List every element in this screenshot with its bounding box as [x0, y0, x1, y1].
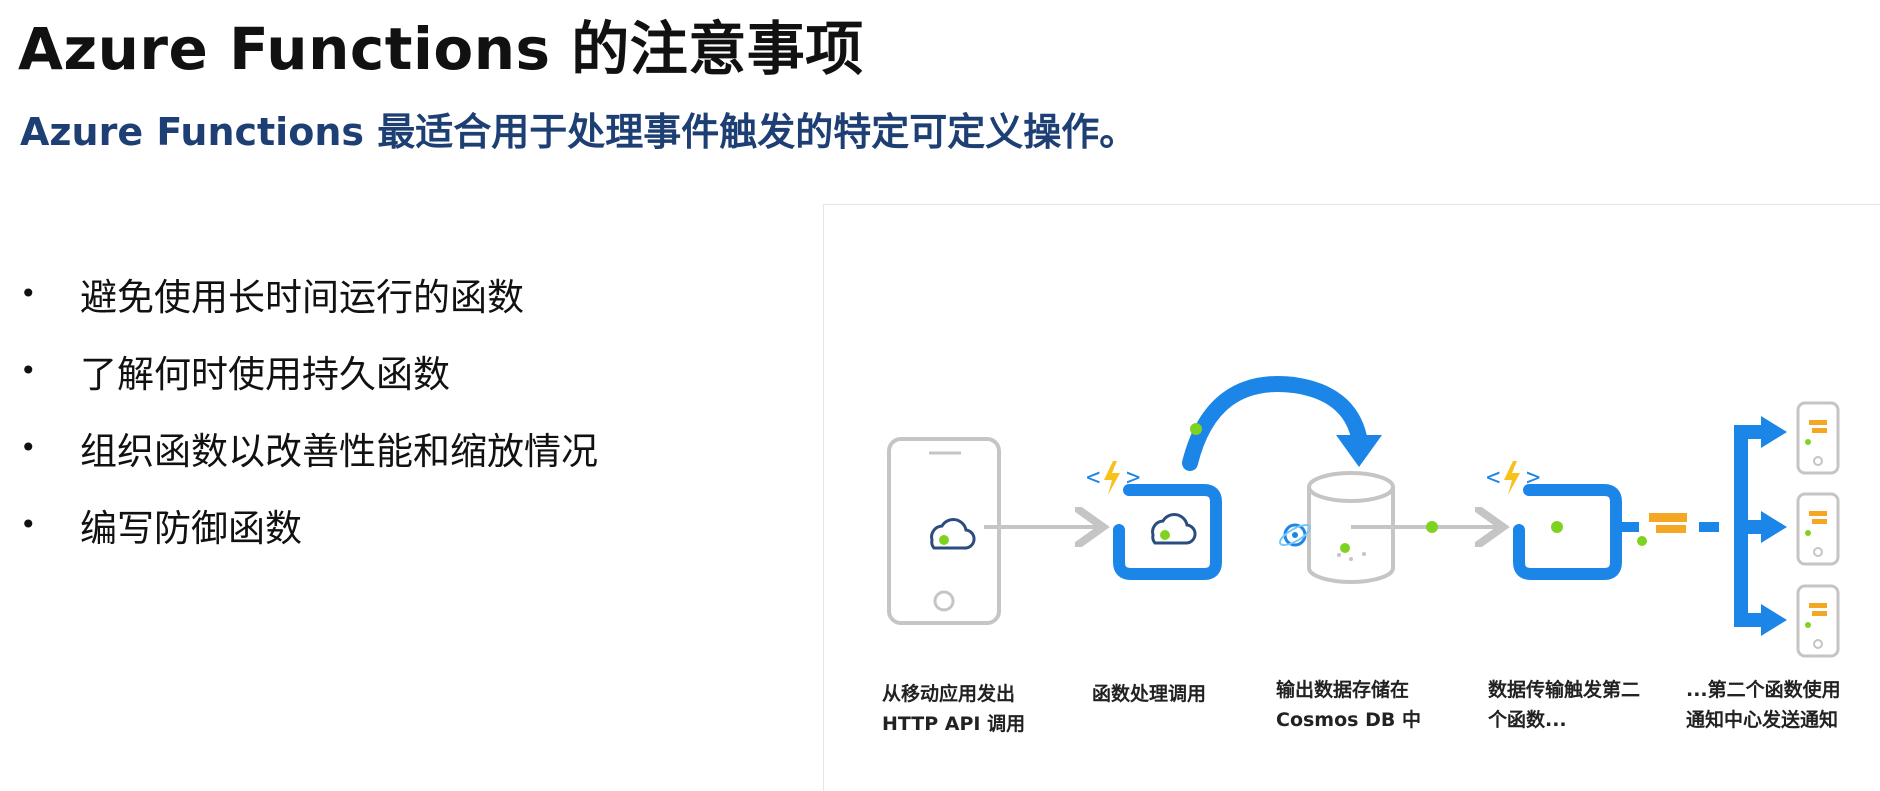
svg-text:>: >: [1126, 463, 1140, 491]
step-label-5: ...第二个函数使用 通知中心发送通知: [1686, 675, 1841, 736]
step-label-line: Cosmos DB 中: [1276, 709, 1421, 732]
step-label-line: 函数处理调用: [1092, 683, 1207, 705]
cosmos-db-icon: [1278, 523, 1312, 547]
curved-flow-arrow: [1182, 376, 1382, 471]
svg-text:<: <: [1086, 463, 1100, 491]
flow-arrow: [1351, 521, 1499, 533]
step-label-line: HTTP API 调用: [882, 713, 1026, 736]
bullet-icon: •: [20, 277, 37, 310]
mobile-phone-icon: [887, 437, 1001, 625]
bullet-item: • 组织函数以改善性能和缩放情况: [16, 409, 598, 486]
page-subtitle: Azure Functions 最适合用于处理事件触发的特定可定义操作。: [20, 110, 1138, 154]
step-label-line: 通知中心发送通知: [1686, 709, 1839, 732]
branch-arrows: [1734, 416, 1787, 636]
bullet-item: • 编写防御函数: [16, 486, 598, 563]
database-icon: [1307, 471, 1395, 584]
function-icon: < >: [1486, 461, 1622, 580]
step-label-line: 个函数...: [1488, 709, 1567, 732]
step-label-line: 输出数据存储在: [1276, 679, 1410, 701]
cloud-icon: [930, 518, 976, 550]
bullet-icon: •: [20, 508, 37, 541]
mobile-phone-icon: [1796, 584, 1840, 658]
bullet-text: 组织函数以改善性能和缩放情况: [80, 429, 598, 473]
step-label-1: 从移动应用发出 HTTP API 调用: [882, 679, 1025, 740]
step-label-2: 函数处理调用: [1092, 679, 1206, 709]
step-label-line: ...第二个函数使用: [1686, 679, 1841, 701]
cloud-icon: [1151, 513, 1197, 545]
bullet-text: 避免使用长时间运行的函数: [80, 275, 524, 319]
page-title: Azure Functions 的注意事项: [18, 15, 864, 83]
step-label-4: 数据传输触发第二 个函数...: [1488, 675, 1640, 736]
step-label-line: 数据传输触发第二: [1488, 679, 1641, 701]
bullet-text: 了解何时使用持久函数: [80, 352, 450, 396]
step-label-line: 从移动应用发出: [882, 683, 1016, 705]
svg-text:<: <: [1486, 463, 1500, 491]
mobile-phone-icon: [1796, 492, 1840, 566]
mobile-phone-icon: [1796, 401, 1840, 475]
bullet-text: 编写防御函数: [80, 506, 302, 550]
architecture-diagram: < >: [823, 204, 1880, 791]
step-label-3: 输出数据存储在 Cosmos DB 中: [1276, 675, 1421, 736]
notification-hub-icon: [1619, 513, 1719, 546]
diagram-canvas: < >: [887, 376, 1840, 658]
bullet-icon: •: [20, 431, 37, 464]
bullet-list: • 避免使用长时间运行的函数 • 了解何时使用持久函数 • 组织函数以改善性能和缩放情…: [16, 255, 598, 563]
function-icon: < >: [1086, 461, 1222, 580]
svg-text:>: >: [1526, 463, 1540, 491]
bullet-item: • 避免使用长时间运行的函数: [16, 255, 598, 332]
bullet-item: • 了解何时使用持久函数: [16, 332, 598, 409]
bullet-icon: •: [20, 354, 37, 387]
